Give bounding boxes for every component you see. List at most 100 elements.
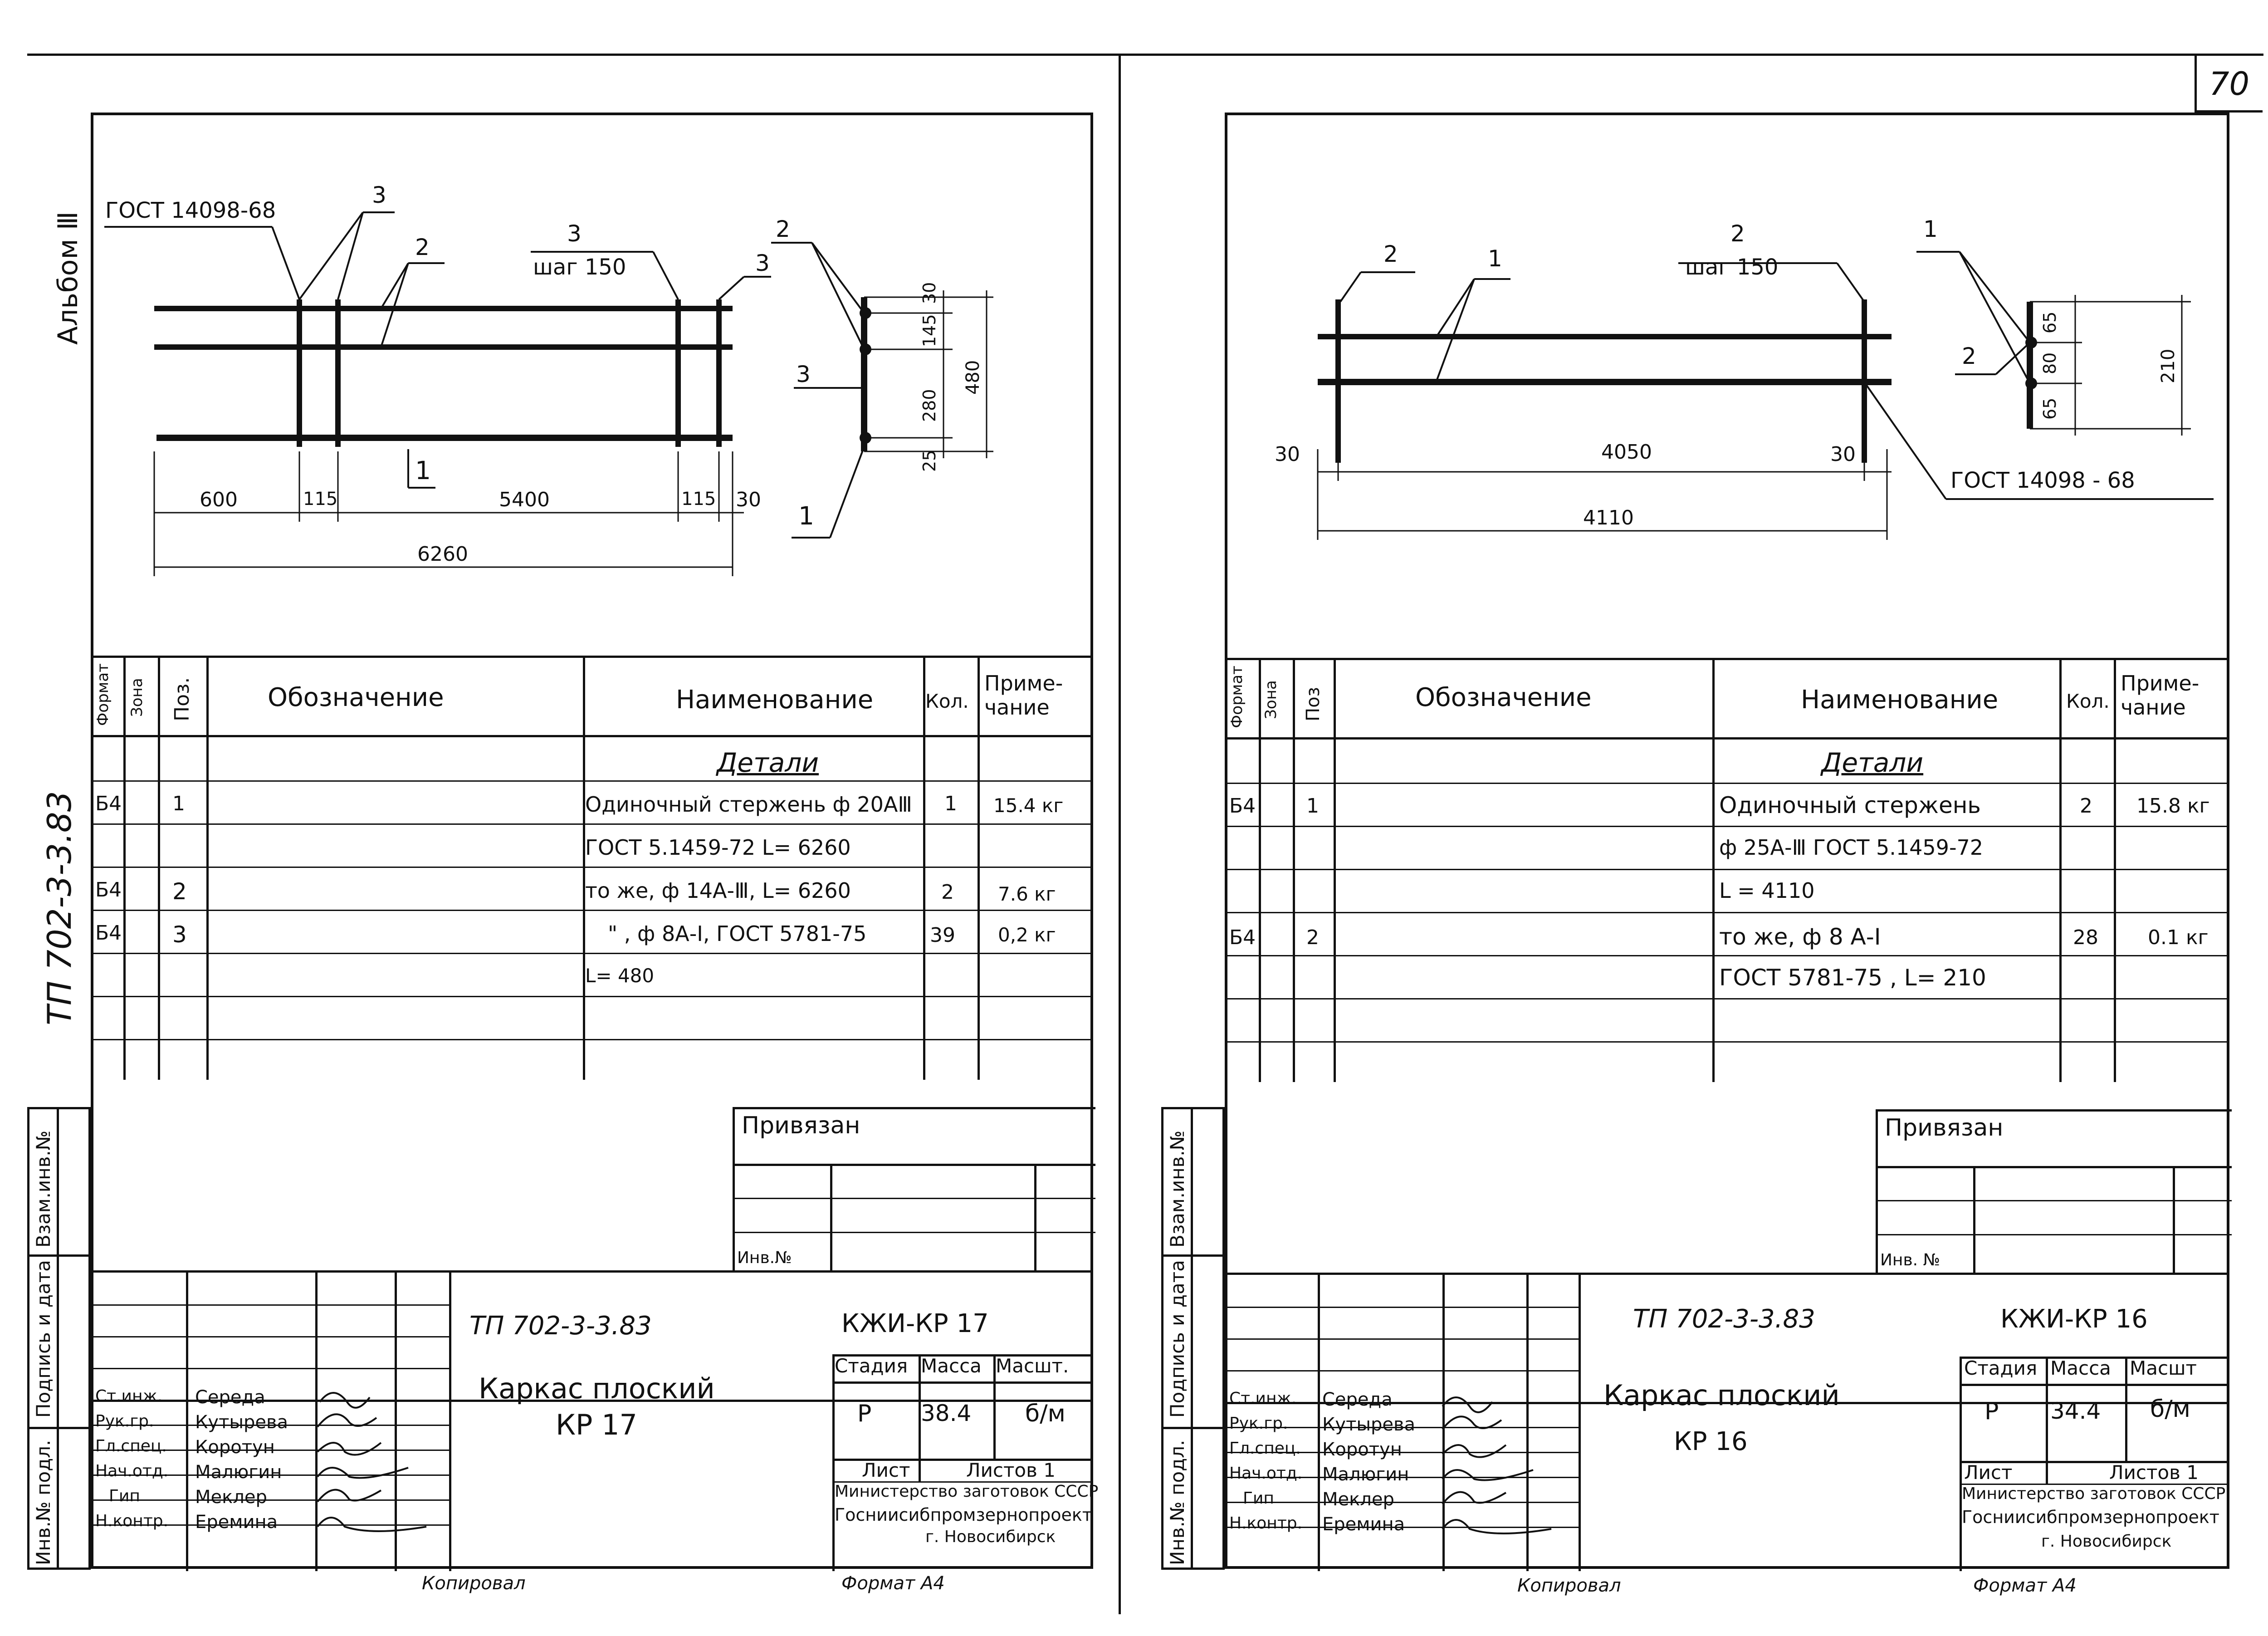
right-dim-total: 4110 xyxy=(1583,506,1634,529)
right-row4-format: Б4 xyxy=(1229,926,1256,949)
left-row1-qty: 1 xyxy=(944,792,957,815)
right-row1-pos: 1 xyxy=(1306,794,1319,818)
right-tb-role-6: Н.контр. xyxy=(1229,1514,1303,1533)
left-inv-no-label: Инв.№ xyxy=(737,1249,792,1267)
right-tb-stage: Р xyxy=(1984,1398,1999,1425)
left-tb-role-5: Гип xyxy=(109,1487,140,1505)
right-tb-scale-h: Масшт xyxy=(2130,1357,2197,1379)
right-tb-name-1: Середа xyxy=(1322,1389,1393,1410)
left-tb-stage-h: Стадия xyxy=(835,1355,908,1377)
right-pos-label-3: 2 xyxy=(1730,220,1745,247)
right-privyazan-label: Привязан xyxy=(1885,1114,2004,1141)
left-spec-h-designation: Обозначение xyxy=(268,683,444,712)
right-tb-role-4: Нач.отд. xyxy=(1229,1464,1303,1483)
right-row3-name: L = 4110 xyxy=(1719,878,1815,903)
right-tb-role-3: Гл.спец. xyxy=(1229,1439,1301,1458)
right-row4-pos: 2 xyxy=(1306,926,1319,949)
right-tb-stage-h: Стадия xyxy=(1964,1357,2038,1379)
left-side-stamp-strip xyxy=(27,1107,91,1570)
left-tb-scale-h: Масшт. xyxy=(996,1355,1069,1377)
right-spec-h-qty: Кол. xyxy=(2066,690,2110,712)
left-gost-label: ГОСТ 14098-68 xyxy=(105,198,276,223)
right-tb-role-2: Рук.гр. xyxy=(1229,1414,1288,1433)
left-pos-label-7: 1 xyxy=(415,456,431,485)
right-spec-h-name: Наименование xyxy=(1801,685,1999,715)
right-side-stamp-strip xyxy=(1161,1107,1225,1570)
left-dim-30: 30 xyxy=(736,488,761,511)
left-tb-code: КЖИ-КР 17 xyxy=(841,1309,989,1338)
right-row4-name: то же, ф 8 А-Ⅰ xyxy=(1719,924,1881,950)
left-spec-table xyxy=(91,656,1093,1082)
left-tb-name-2: Кутырева xyxy=(195,1412,288,1433)
left-title-block xyxy=(91,1270,1093,1571)
left-tb-role-1: Ст.инж. xyxy=(95,1387,163,1406)
left-row5-name: L= 480 xyxy=(585,965,655,987)
right-spec-h-designation: Обозначение xyxy=(1415,683,1592,712)
right-row4-note: 0.1 кг xyxy=(2148,926,2209,949)
left-spec-h-name: Наименование xyxy=(676,685,874,715)
left-row1-pos: 1 xyxy=(172,792,185,815)
right-format: Формат А4 xyxy=(1973,1575,2077,1596)
right-tb-mass: 34.4 xyxy=(2050,1398,2101,1424)
left-tb-project: ТП 702-3-3.83 xyxy=(469,1311,652,1341)
left-privyazan-block xyxy=(733,1107,1095,1270)
left-row3-name: то же, ф 14А-Ⅲ, L= 6260 xyxy=(585,878,851,903)
right-tb-org1: Министерство заготовок СССР xyxy=(1962,1484,2226,1503)
left-dim-115b: 115 xyxy=(681,489,716,509)
page-number-box xyxy=(2195,54,2263,113)
left-format: Формат А4 xyxy=(841,1573,945,1594)
right-tb-org3: г. Новосибирск xyxy=(2041,1532,2172,1551)
right-tb-name-6: Еремина xyxy=(1322,1514,1405,1535)
left-tb-role-6: Н.контр. xyxy=(95,1512,169,1530)
left-dim-115a: 115 xyxy=(303,489,338,509)
left-tb-mass-h: Масса xyxy=(921,1355,982,1377)
left-tb-name-1: Середа xyxy=(195,1387,265,1408)
left-tb-sheets: Листов 1 xyxy=(966,1459,1056,1481)
right-tb-role-5: Гип xyxy=(1243,1489,1274,1508)
right-row1-name: Одиночный стержень xyxy=(1719,792,1981,818)
left-pos-label-8: 1 xyxy=(798,501,814,530)
left-sheet-frame xyxy=(91,113,1093,1569)
left-tb-name-4: Малюгин xyxy=(195,1462,282,1483)
left-tb-title1: Каркас плоский xyxy=(479,1372,715,1405)
left-step-label: шаг 150 xyxy=(533,255,626,280)
right-tb-code: КЖИ-КР 16 xyxy=(2000,1304,2148,1334)
right-tb-org2: Госниисибпромзернопроект xyxy=(1962,1507,2219,1527)
right-dim-30b: 30 xyxy=(1830,443,1856,466)
left-tb-role-2: Рук.гр. xyxy=(95,1412,154,1430)
right-pos-label-2: 1 xyxy=(1488,245,1502,272)
right-tb-scale: б/м xyxy=(2150,1396,2190,1423)
right-tb-name-5: Меклер xyxy=(1322,1489,1394,1510)
left-spec-section: Детали xyxy=(717,747,819,778)
left-tb-org2: Госниисибпромзернопроект xyxy=(835,1505,1092,1525)
left-copied: Копировал xyxy=(422,1573,526,1594)
right-pos-label-4: 1 xyxy=(1923,216,1938,242)
left-tb-scale: б/м xyxy=(1025,1400,1066,1427)
right-tb-sheet: Лист xyxy=(1964,1461,2013,1484)
left-tb-name-5: Меклер xyxy=(195,1487,267,1508)
left-spec-h-note: Приме-чание xyxy=(984,671,1063,720)
right-tb-sheets: Листов 1 xyxy=(2109,1461,2199,1484)
right-title-block xyxy=(1225,1273,2229,1571)
left-dim-total: 6260 xyxy=(417,543,468,566)
left-row2-name: ГОСТ 5.1459-72 L= 6260 xyxy=(585,835,851,860)
page-center-divider xyxy=(1119,54,1121,1614)
page-top-rule xyxy=(27,54,2263,56)
right-row4-qty: 28 xyxy=(2073,926,2098,949)
left-tb-org1: Министерство заготовок СССР xyxy=(835,1482,1099,1501)
page-number: 70 xyxy=(2209,65,2250,103)
left-dim-600: 600 xyxy=(200,488,238,511)
left-tb-role-4: Нач.отд. xyxy=(95,1462,169,1480)
right-pos-label-1: 2 xyxy=(1383,241,1398,267)
left-row3-pos: 2 xyxy=(172,878,187,905)
left-tb-name-3: Коротун xyxy=(195,1437,275,1458)
right-gost-label: ГОСТ 14098 - 68 xyxy=(1950,468,2135,493)
left-privyazan-label: Привязан xyxy=(742,1112,860,1139)
right-row2-name: ф 25А-Ⅲ ГОСТ 5.1459-72 xyxy=(1719,835,1984,860)
right-inv-no-label: Инв. № xyxy=(1880,1251,1941,1269)
left-pos-label-6: 3 xyxy=(796,361,811,387)
left-pos-label-3: 3 xyxy=(567,220,582,247)
